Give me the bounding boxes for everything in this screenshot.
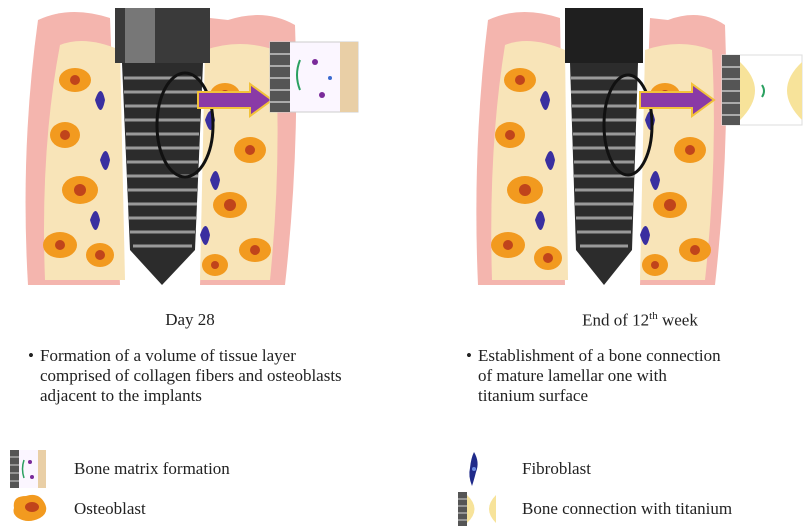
bullet-line: Formation of a volume of tissue layer xyxy=(40,346,342,366)
implant-illustration-day-28 xyxy=(0,0,400,295)
bullet-line: titanium surface xyxy=(478,386,721,406)
bullet-line: of mature lamellar one with xyxy=(478,366,721,386)
implant-illustration-12th-week xyxy=(400,0,804,295)
bone-matrix-icon xyxy=(10,450,46,488)
bullet-dot: • xyxy=(28,346,34,366)
caption-superscript: th xyxy=(649,310,658,322)
fibroblast-icon xyxy=(466,450,482,488)
caption-text-suffix: week xyxy=(658,311,698,330)
bullet-12th-week: • Establishment of a bone connection of … xyxy=(478,346,721,406)
caption-text: End of 12 xyxy=(582,311,649,330)
bullet-line: adjacent to the implants xyxy=(40,386,342,406)
inset-bone-matrix xyxy=(270,42,358,112)
caption-day-28: Day 28 xyxy=(60,310,320,330)
bone-connection-icon xyxy=(458,492,496,526)
legend-label: Bone connection with titanium xyxy=(522,499,732,519)
panel-day-28: Day 28 • Formation of a volume of tissue… xyxy=(0,0,400,295)
caption-text: Day 28 xyxy=(165,310,215,329)
implant-screw xyxy=(565,8,643,285)
panel-12th-week: End of 12th week • Establishment of a bo… xyxy=(400,0,804,295)
bullet-line: Establishment of a bone connection xyxy=(478,346,721,366)
bullet-day-28: • Formation of a volume of tissue layer … xyxy=(40,346,342,406)
legend-label: Bone matrix formation xyxy=(74,459,230,479)
bullet-line: comprised of collagen fibers and osteobl… xyxy=(40,366,342,386)
legend-label: Osteoblast xyxy=(74,499,146,519)
osteoblast-icon xyxy=(10,492,50,524)
legend-label: Fibroblast xyxy=(522,459,591,479)
implant-screw xyxy=(115,8,210,285)
inset-bone-connection xyxy=(722,55,802,125)
bullet-dot: • xyxy=(466,346,472,366)
caption-12th-week: End of 12th week xyxy=(510,310,770,331)
